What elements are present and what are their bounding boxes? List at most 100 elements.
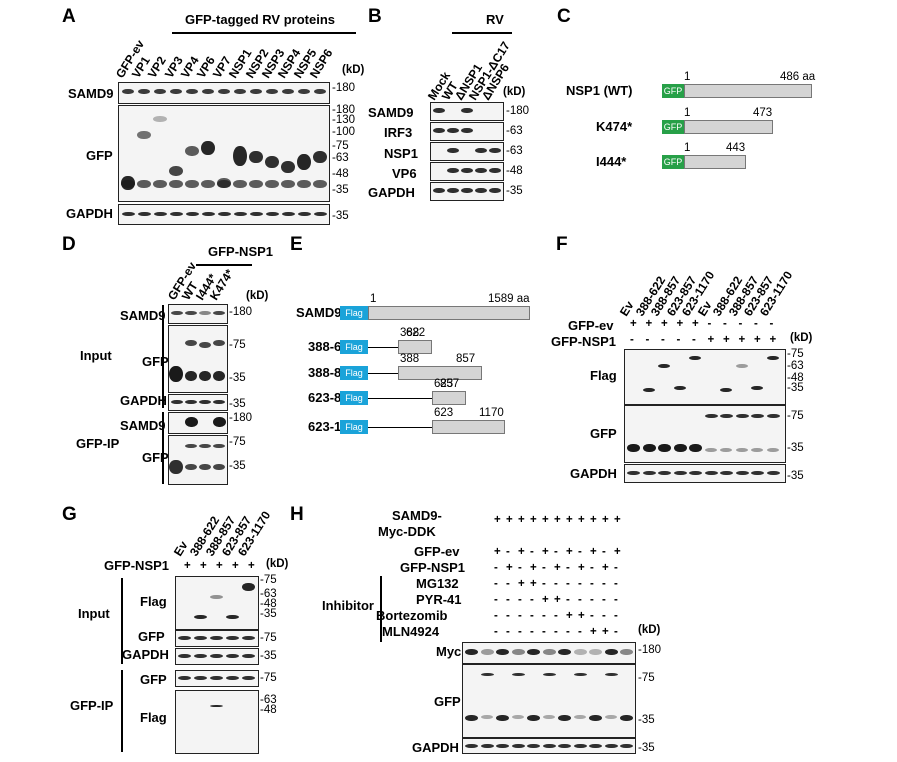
band	[480, 649, 494, 655]
h-gfp-marker: -35	[638, 714, 655, 726]
band	[704, 471, 718, 475]
band	[496, 744, 509, 748]
h-sign: -	[554, 626, 558, 638]
h-sign: +	[530, 578, 537, 590]
b-band	[475, 168, 487, 173]
g-sign: +	[200, 560, 207, 572]
samd9-band	[266, 89, 278, 94]
h-myc-blot	[462, 642, 636, 664]
d-marker: -35	[229, 398, 246, 410]
h-row-label: Bortezomib	[376, 608, 448, 623]
band	[658, 471, 671, 475]
gapdh-band	[122, 212, 135, 216]
f-sign: -	[738, 318, 743, 330]
f-flag-band	[751, 386, 763, 390]
gfp-band	[265, 156, 279, 168]
f-sign: +	[769, 334, 777, 346]
band	[210, 705, 223, 707]
g-sign: +	[184, 560, 191, 572]
h-inhibitor-label: Inhibitor	[322, 598, 374, 613]
g-row-label: GFP-NSP1	[104, 558, 170, 573]
b-band	[461, 128, 473, 133]
b-marker: -180	[506, 105, 530, 117]
band	[766, 471, 780, 475]
c-end-number: 486 aa	[780, 71, 816, 83]
e-linker-line	[368, 427, 432, 428]
gfp-band	[201, 141, 215, 155]
band	[213, 400, 225, 404]
gfp-band-35	[201, 180, 215, 188]
band	[527, 715, 540, 721]
g-gfp-blot	[175, 630, 259, 647]
h-sign: +	[554, 514, 561, 526]
band	[573, 673, 587, 676]
f-gapdh-marker: -35	[787, 470, 804, 482]
band	[720, 414, 733, 418]
d-ip-samd9-blot	[168, 412, 228, 434]
b-band	[447, 148, 459, 153]
band	[169, 460, 183, 474]
b-gapdh-label: GAPDH	[368, 185, 415, 200]
a-gapdh-label: GAPDH	[66, 206, 113, 221]
b-samd9-blot	[430, 102, 504, 121]
f-flag-band	[658, 364, 670, 368]
h-sign: +	[590, 546, 597, 558]
g-kd: (kD)	[266, 558, 289, 570]
panel-label-d: D	[62, 234, 76, 255]
h-sign: -	[614, 562, 618, 574]
band	[242, 676, 255, 680]
d-marker: -180	[229, 306, 253, 318]
band	[465, 649, 478, 655]
flag-tag-icon: Flag	[340, 391, 368, 405]
h-sign: -	[542, 562, 546, 574]
gfp-band-35	[297, 180, 311, 188]
b-nsp1-blot	[430, 142, 504, 161]
samd9-band	[154, 89, 166, 94]
g-ip-flag-marker: -48	[260, 704, 277, 716]
band	[604, 744, 618, 748]
a-gfp-marker: -35	[332, 184, 349, 196]
band	[242, 654, 255, 658]
e-protein-bar	[432, 420, 505, 434]
h-sign: -	[578, 626, 582, 638]
gfp-band-35	[137, 180, 151, 188]
a-samd9-blot	[118, 82, 330, 104]
h-sign: -	[518, 594, 522, 606]
f-sign: +	[676, 318, 684, 330]
panel-label-f: F	[556, 234, 568, 255]
gapdh-band	[234, 212, 247, 216]
c-row-label: I444*	[596, 154, 627, 169]
band	[558, 715, 571, 721]
band	[604, 673, 618, 676]
f-gfp-blot	[624, 405, 786, 463]
f-sign: -	[754, 318, 758, 330]
e-linker-line	[368, 347, 398, 348]
b-band	[447, 188, 459, 193]
h-gapdh-blot	[462, 738, 636, 754]
c-row-label: K474*	[596, 119, 633, 134]
band	[199, 371, 211, 381]
b-vp6-label: VP6	[392, 166, 417, 181]
gfp-band-35	[185, 180, 199, 188]
h-sign: +	[542, 546, 549, 558]
d-gapdh-label: GAPDH	[120, 393, 167, 408]
band	[542, 715, 555, 719]
c-start-number: 1	[684, 107, 691, 119]
g-gfp-label: GFP	[138, 629, 165, 644]
h-sign: -	[506, 610, 510, 622]
gfp-band	[185, 146, 199, 156]
h-row-label: MLN4924	[382, 624, 440, 639]
h-sign: -	[518, 562, 522, 574]
band	[171, 311, 183, 315]
f-flag-band	[673, 386, 686, 390]
g-flag-blot	[175, 576, 259, 630]
flag-tag-icon: Flag	[340, 306, 368, 320]
d-marker: -75	[229, 339, 246, 351]
h-sign: -	[602, 578, 606, 590]
h-sign: -	[590, 578, 594, 590]
a-gfp-blot	[118, 105, 330, 202]
h-sign: -	[590, 562, 594, 574]
g-sign: +	[232, 560, 239, 572]
h-sign: -	[494, 594, 498, 606]
band	[210, 595, 223, 599]
